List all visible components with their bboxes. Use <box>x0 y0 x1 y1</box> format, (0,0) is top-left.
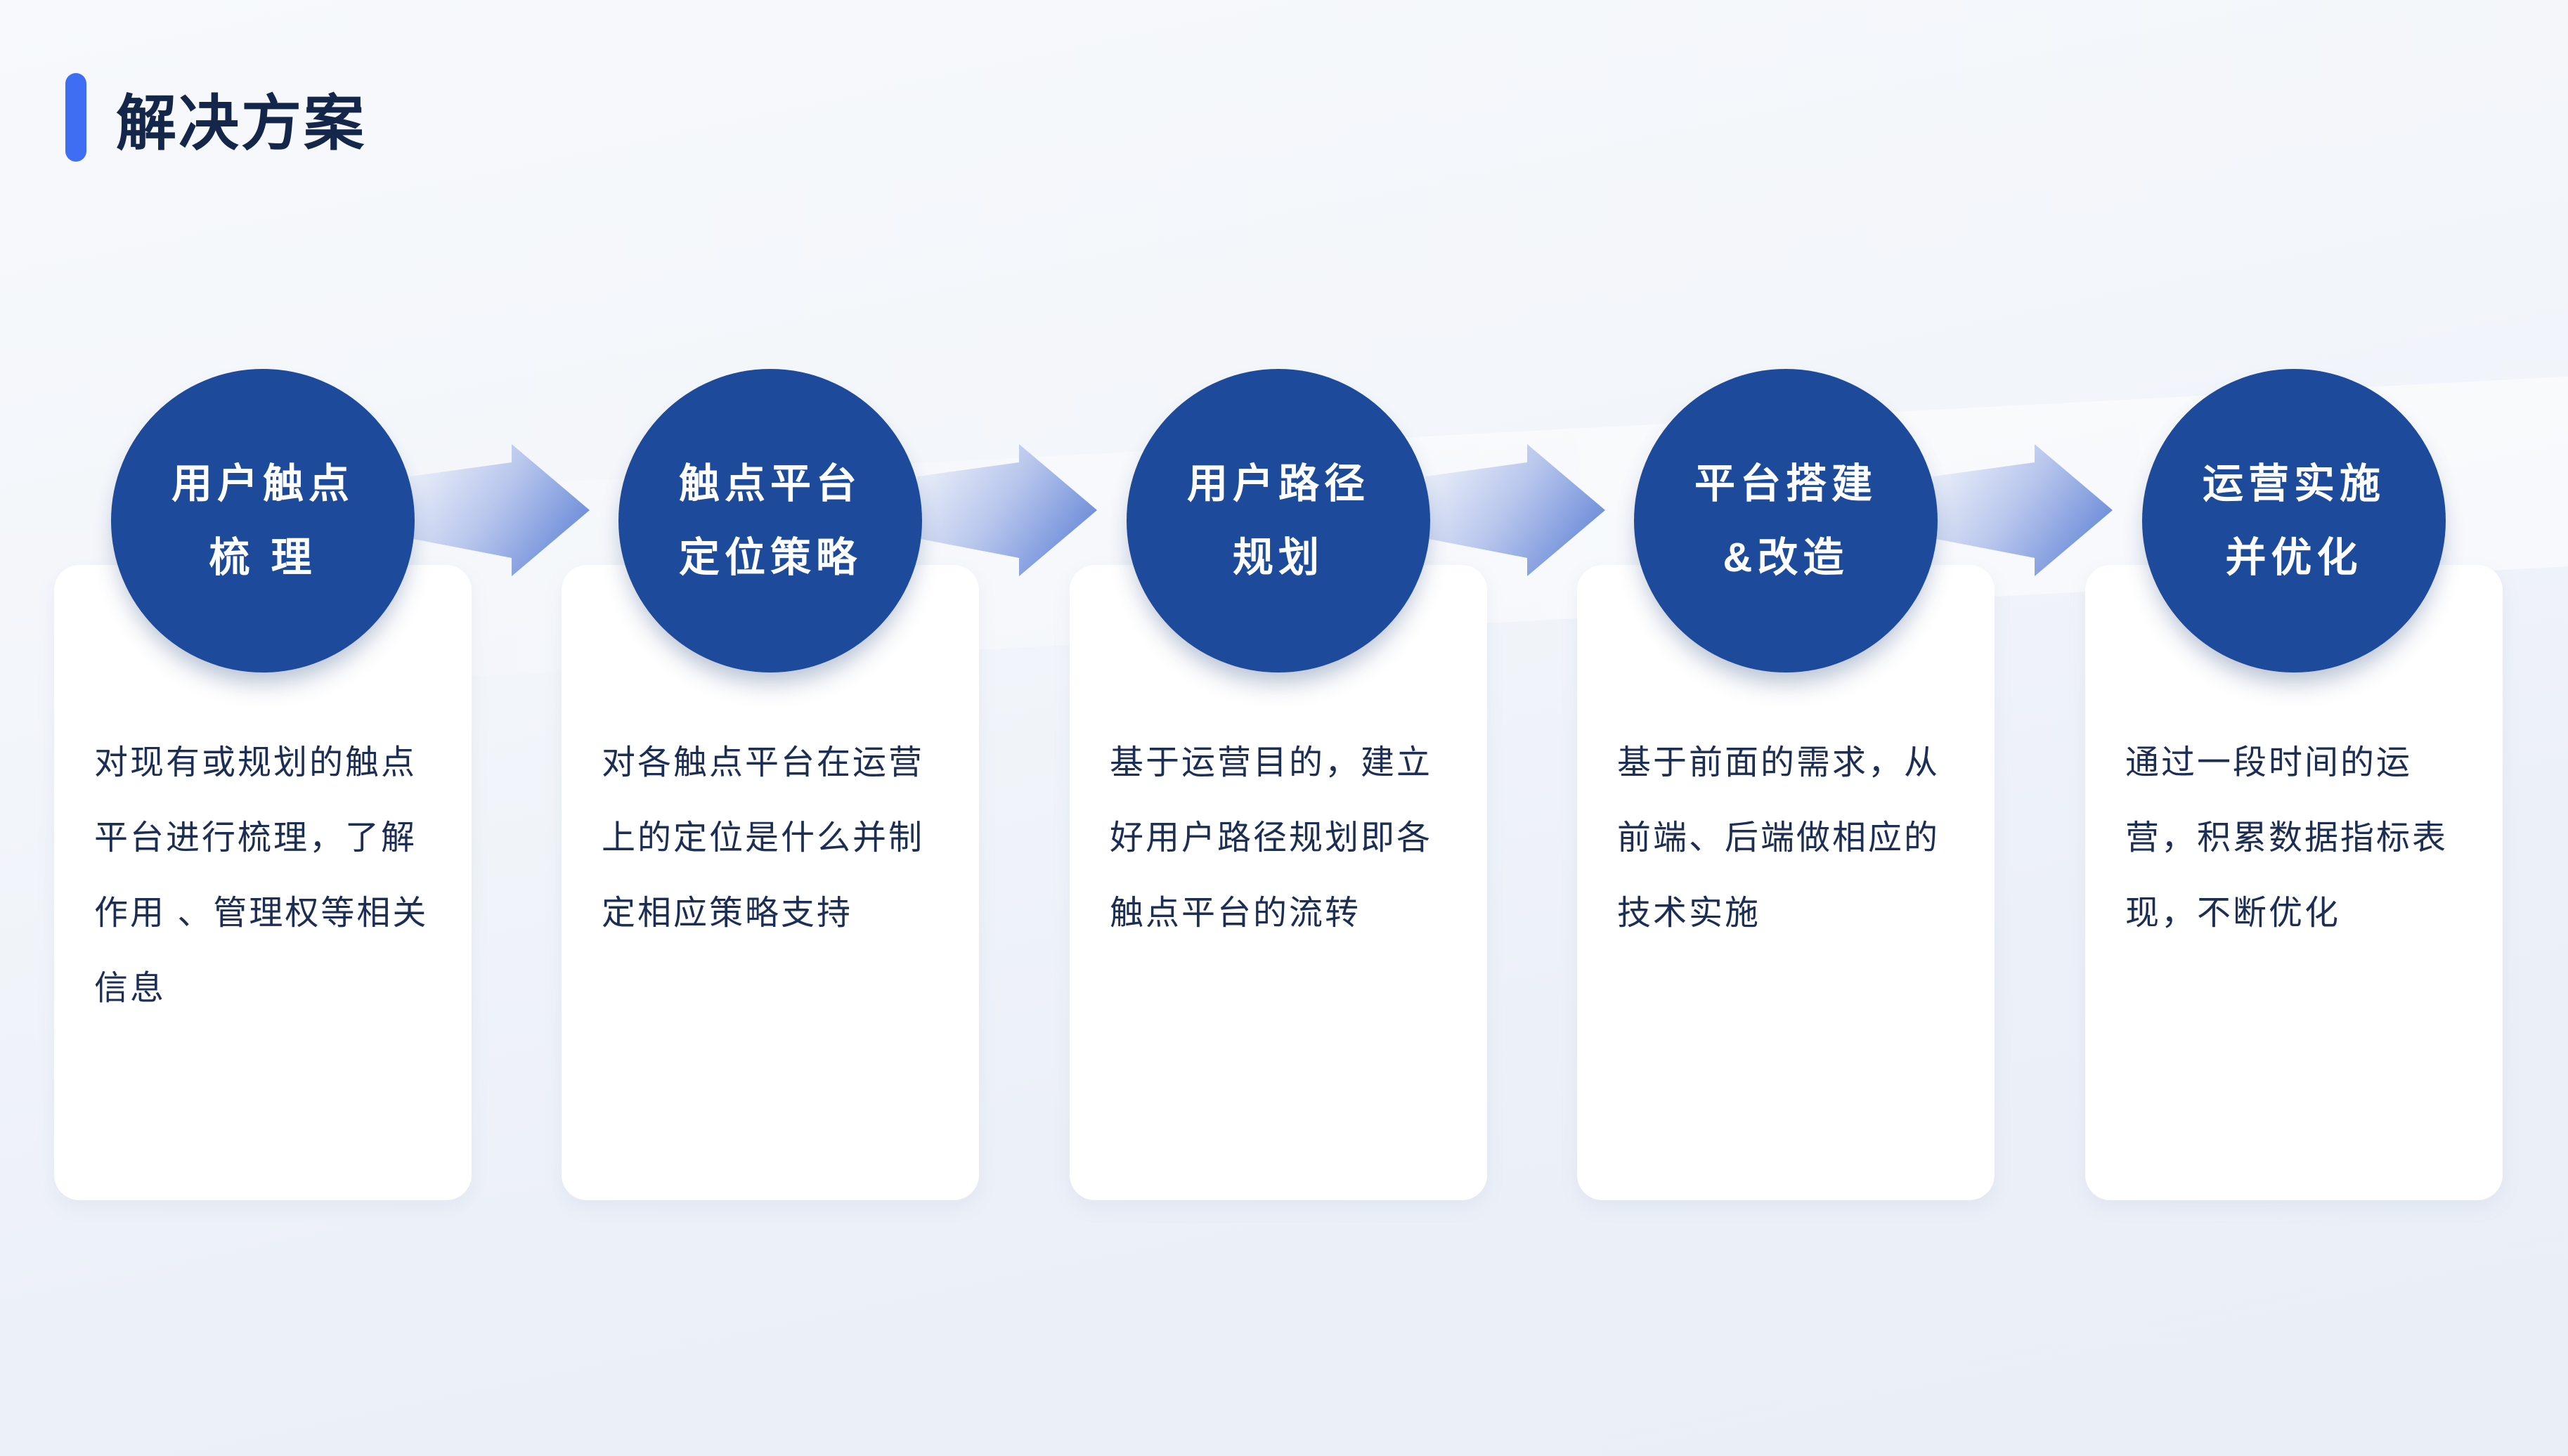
step-description: 对现有或规划的触点平台进行梳理，了解作用 、管理权等相关信息 <box>94 744 429 1007</box>
step-circle-3: 用户路径 规划 <box>1127 369 1430 672</box>
step-description: 通过一段时间的运营，积累数据指标表现，不断优化 <box>2125 744 2449 932</box>
step-circle-title-line2: 规划 <box>1232 535 1324 580</box>
step-circle-5: 运营实施 并优化 <box>2142 369 2446 672</box>
arrow-right-icon <box>410 444 590 576</box>
arrow-right-icon <box>1933 444 2113 576</box>
step-circle-title-line2: 并优化 <box>2225 535 2363 580</box>
step-circle-title-line1: 运营实施 <box>2202 461 2385 507</box>
arrow-right-icon <box>1425 444 1605 576</box>
step-circle-title-line1: 用户路径 <box>1186 461 1370 507</box>
page-title: 解决方案 <box>116 89 366 157</box>
step-circle-title-line1: 触点平台 <box>678 461 862 507</box>
step-circle-4: 平台搭建 &改造 <box>1634 369 1938 672</box>
step-circle-title-line2: &改造 <box>1723 535 1849 580</box>
step-circle-title-line1: 平台搭建 <box>1694 461 1877 507</box>
step-circle-title-line1: 用户触点 <box>171 461 354 507</box>
step-description: 基于运营目的，建立好用户路径规划即各触点平台的流转 <box>1110 744 1433 932</box>
step-circle-title-line2: 定位策略 <box>678 535 862 580</box>
step-circle-title-line2: 梳 理 <box>209 535 317 580</box>
step-circle-1: 用户触点 梳 理 <box>111 369 415 672</box>
step-description: 基于前面的需求，从前端、后端做相应的技术实施 <box>1617 744 1940 932</box>
title-accent-bar <box>65 73 86 162</box>
step-description: 对各触点平台在运营上的定位是什么并制定相应策略支持 <box>602 744 925 932</box>
slide-header: 解决方案 <box>65 73 366 162</box>
step-circle-2: 触点平台 定位策略 <box>618 369 922 672</box>
arrow-right-icon <box>917 444 1097 576</box>
